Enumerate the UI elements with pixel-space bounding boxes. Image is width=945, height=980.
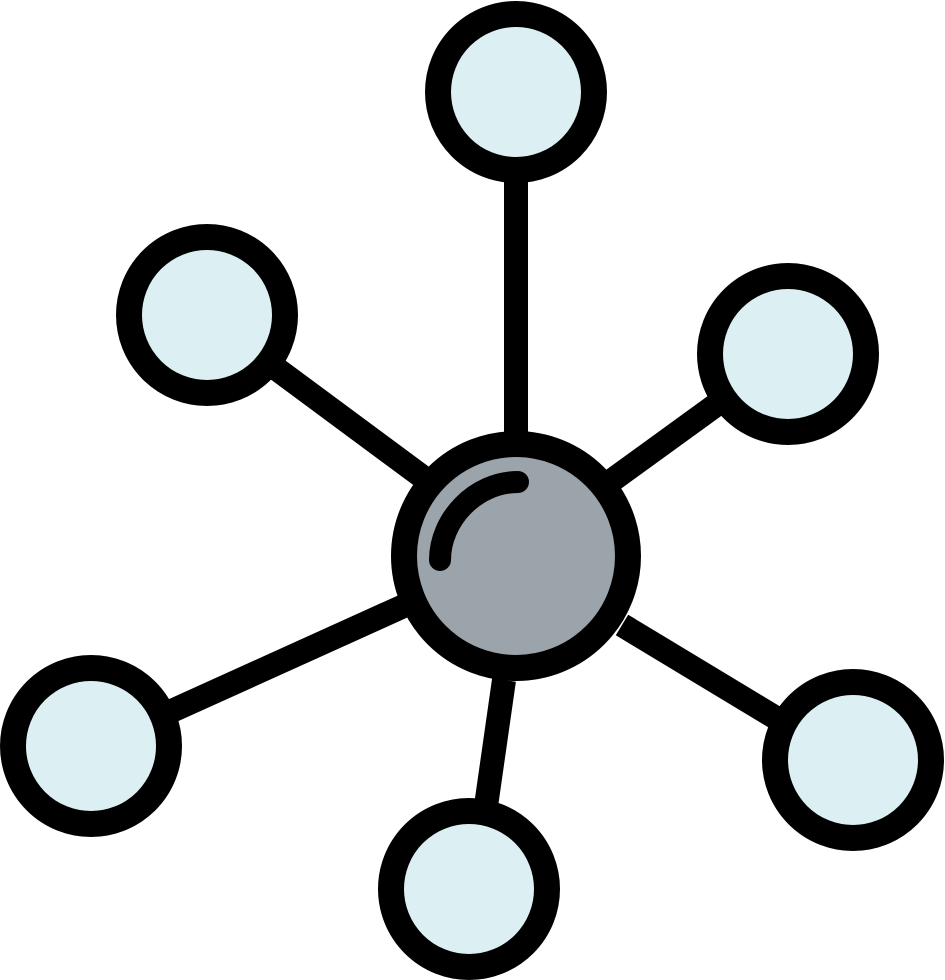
satellite-node-bottom <box>378 798 560 980</box>
satellite-node-lower-right <box>762 669 944 851</box>
satellite-node-top <box>425 1 607 183</box>
connector-lower-left <box>160 594 411 725</box>
satellite-node-upper-left <box>116 224 298 406</box>
connector-upper-right <box>599 392 728 494</box>
connector-bottom <box>474 678 516 808</box>
hub-highlight-icon <box>429 471 529 571</box>
connector-lower-right <box>615 614 793 735</box>
connector-upper-left <box>262 354 432 488</box>
satellite-node-lower-left <box>0 655 182 837</box>
connector-lines <box>160 172 793 808</box>
hub-node <box>391 431 641 681</box>
satellite-node-upper-right <box>697 263 879 445</box>
